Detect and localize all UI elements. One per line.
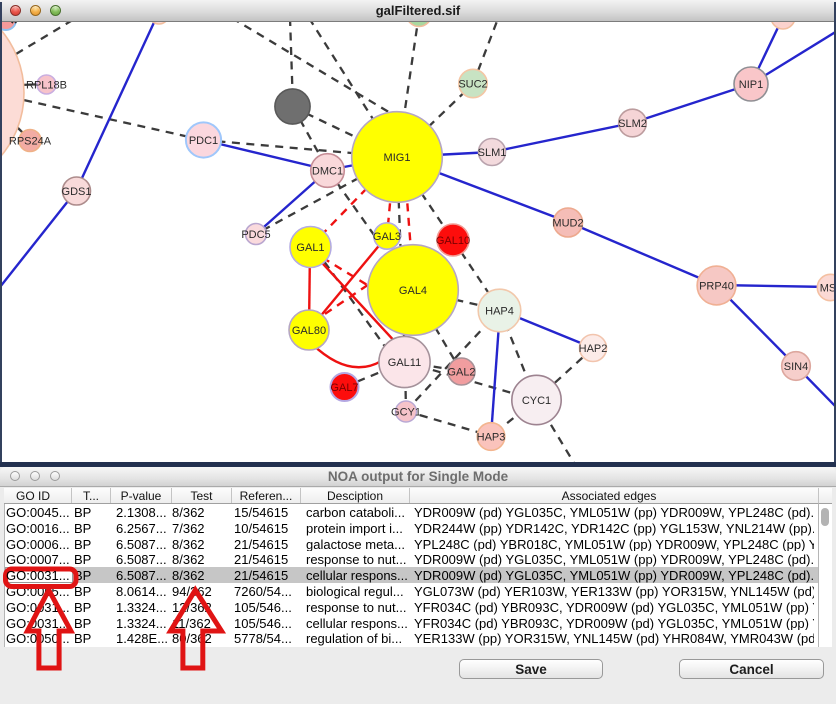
svg-text:GAL10: GAL10 [436, 235, 470, 247]
svg-text:PDC1: PDC1 [189, 135, 218, 147]
svg-text:SLM1: SLM1 [478, 147, 507, 159]
svg-text:GAL2: GAL2 [447, 367, 475, 379]
svg-text:GAL3: GAL3 [373, 231, 401, 243]
svg-text:PRP40: PRP40 [699, 281, 734, 293]
svg-text:HAP4: HAP4 [485, 306, 514, 318]
svg-text:DMC1: DMC1 [312, 166, 343, 178]
svg-text:CYC1: CYC1 [522, 395, 551, 407]
svg-text:GAL11: GAL11 [388, 357, 421, 369]
svg-text:SLM2: SLM2 [618, 118, 647, 130]
svg-text:RPS24A: RPS24A [9, 136, 52, 148]
svg-text:RPL18B: RPL18B [26, 80, 67, 92]
svg-text:GAL7: GAL7 [330, 382, 358, 394]
svg-text:GAL4: GAL4 [399, 285, 427, 297]
svg-text:GDS1: GDS1 [62, 186, 92, 198]
svg-text:GAL80: GAL80 [292, 325, 326, 337]
svg-text:MUD2: MUD2 [552, 218, 583, 230]
svg-text:PDC5: PDC5 [241, 229, 270, 241]
svg-text:GCY1: GCY1 [391, 407, 421, 419]
svg-text:HAP3: HAP3 [477, 432, 506, 444]
svg-text:SIN4: SIN4 [784, 361, 808, 373]
svg-text:SUC2: SUC2 [458, 79, 487, 91]
svg-text:MIG1: MIG1 [384, 152, 411, 164]
svg-text:GAL1: GAL1 [296, 242, 324, 254]
svg-text:HAP2: HAP2 [579, 343, 608, 355]
svg-text:MSN: MSN [820, 283, 836, 295]
svg-text:NIP1: NIP1 [739, 79, 763, 91]
